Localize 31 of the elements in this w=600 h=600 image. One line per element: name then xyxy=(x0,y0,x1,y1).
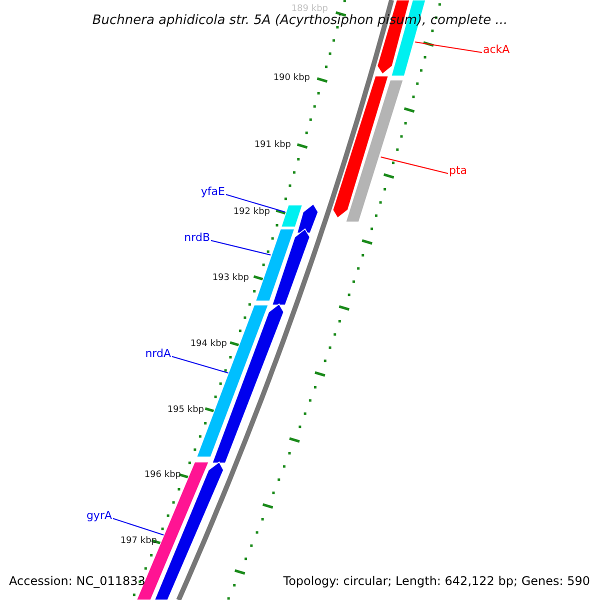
gene-label: yfaE xyxy=(200,186,225,198)
gene-label: nrdB xyxy=(184,232,210,244)
scale-label: 193 kbp xyxy=(212,274,249,284)
gene-bar xyxy=(255,228,296,302)
scale-label: 191 kbp xyxy=(254,141,291,151)
gene-label: nrdA xyxy=(145,348,171,360)
title: Buchnera aphidicola str. 5A (Acyrthosiphon pisum), complete ... xyxy=(91,14,509,28)
genome-info-text: Topology: circular; Length: 642,122 bp; Genes: 590 xyxy=(283,575,590,588)
gene-pointer-bar xyxy=(212,303,284,464)
leader-line xyxy=(112,518,164,536)
scale-label: 195 kbp xyxy=(167,406,204,416)
leader-line xyxy=(172,356,229,374)
leader-line xyxy=(210,240,272,256)
scale-label: 192 kbp xyxy=(233,208,270,218)
scale-label: 190 kbp xyxy=(273,74,310,84)
gene-pointer-bar xyxy=(332,76,389,219)
gene-bar xyxy=(280,204,303,228)
scale-label: 189 kbp xyxy=(291,5,328,14)
leader-line xyxy=(380,156,448,174)
accession-text: Accession: NC_011833 xyxy=(9,575,146,588)
gene-label: gyrA xyxy=(86,510,112,522)
scale-label: 196 kbp xyxy=(144,471,181,481)
scale-label: 194 kbp xyxy=(190,340,227,350)
scale-label: 197 kbp xyxy=(120,537,157,547)
gene-pointer-bar xyxy=(272,228,310,306)
gene-label: pta xyxy=(449,165,468,178)
gene-bar xyxy=(345,80,404,222)
leader-line xyxy=(414,42,482,53)
gene-pointer-bar xyxy=(296,203,319,234)
gene-label: ackA xyxy=(483,44,510,56)
leader-line xyxy=(226,194,286,212)
